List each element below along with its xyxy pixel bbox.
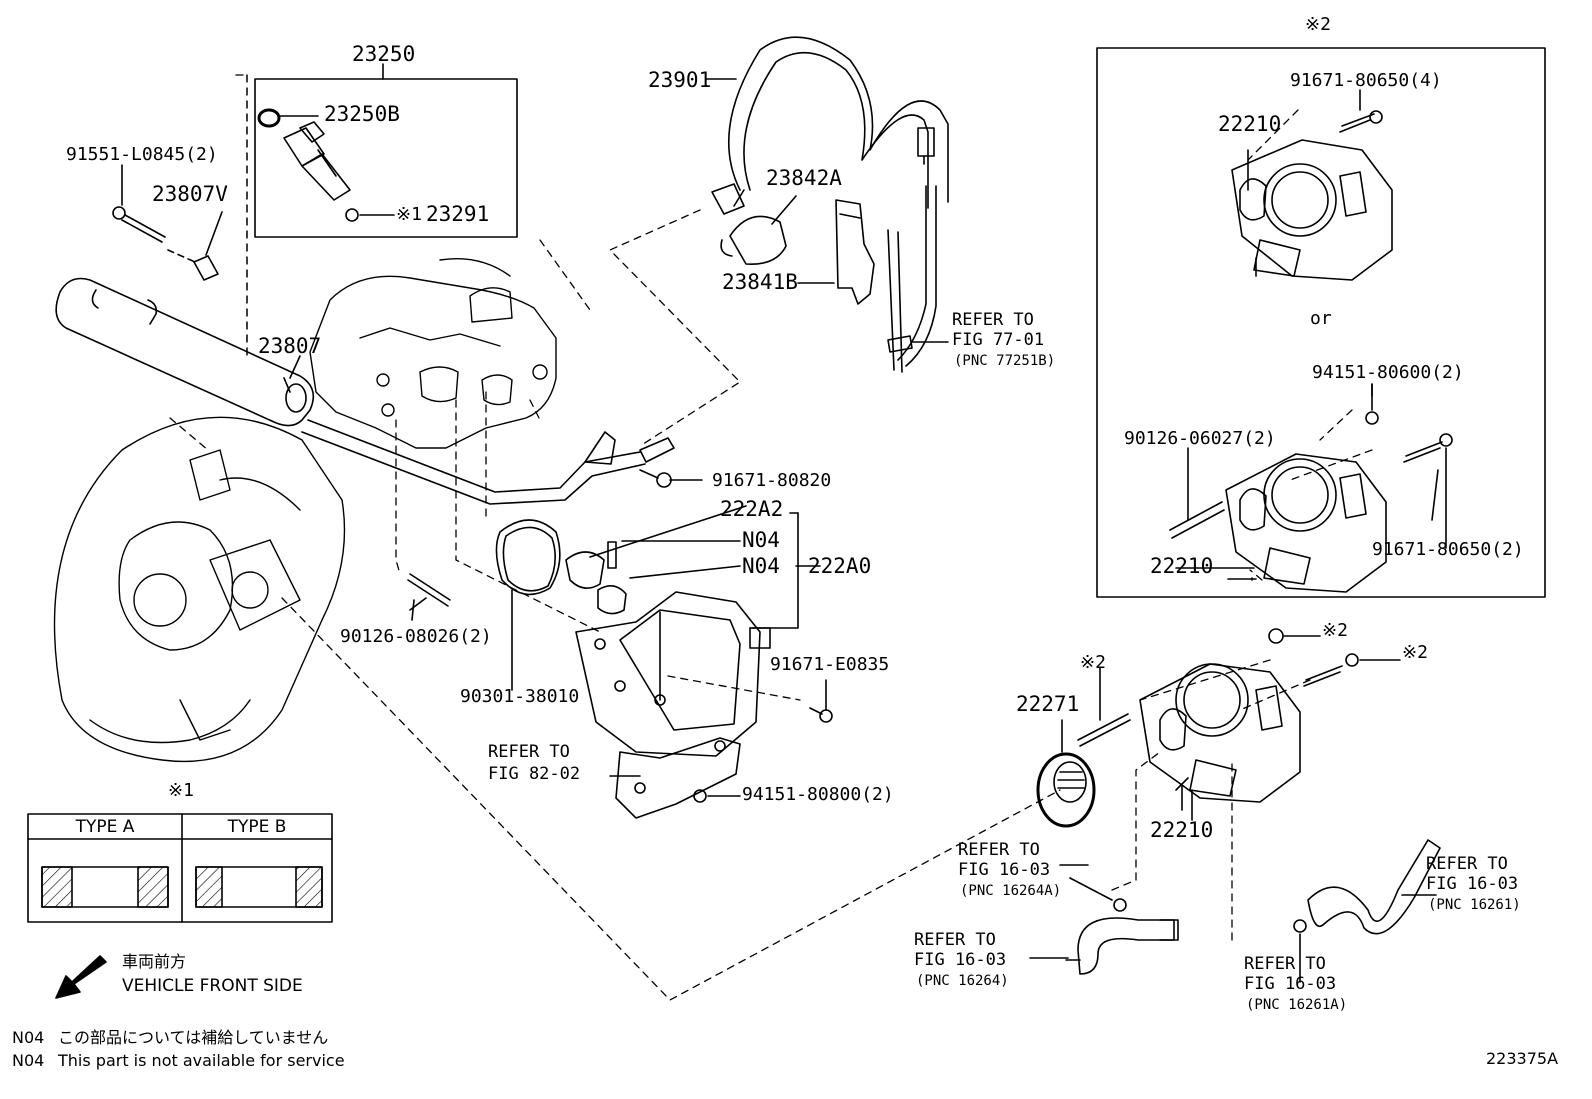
ref-fig77-line1[interactable]: REFER TO bbox=[952, 310, 1034, 330]
label-23291-mark: ※1 bbox=[396, 204, 422, 225]
gasket-90301 bbox=[495, 519, 561, 596]
type-a-label: TYPE A bbox=[75, 817, 135, 837]
label-23841B[interactable]: 23841B bbox=[722, 270, 798, 294]
label-23807[interactable]: 23807 bbox=[258, 334, 322, 358]
label-nut-mark: ※2 bbox=[1322, 620, 1348, 641]
label-91671-80650-2[interactable]: 91671-80650(2) bbox=[1372, 539, 1524, 560]
ref-16261A-line3: (PNC 16261A) bbox=[1246, 997, 1348, 1013]
cylinder-head-outline bbox=[309, 258, 557, 449]
label-N04-a[interactable]: N04 bbox=[742, 528, 780, 552]
ref-16264-line1[interactable]: REFER TO bbox=[914, 930, 996, 950]
front-arrow-icon bbox=[55, 955, 107, 999]
ref-16264-line2[interactable]: FIG 16-03 bbox=[914, 950, 1007, 970]
label-91671-80650-4[interactable]: 91671-80650(4) bbox=[1290, 70, 1442, 91]
ref-16264A-line1[interactable]: REFER TO bbox=[958, 840, 1040, 860]
label-23901[interactable]: 23901 bbox=[648, 68, 712, 92]
spacer-23807V bbox=[167, 211, 223, 281]
intake-manifold-outline bbox=[53, 416, 346, 763]
label-94151-80800[interactable]: 94151-80800(2) bbox=[742, 784, 894, 805]
label-90301-38010[interactable]: 90301-38010 bbox=[460, 686, 580, 707]
label-90126-08026[interactable]: 90126-08026(2) bbox=[340, 626, 492, 647]
gear-222A2 bbox=[565, 551, 605, 589]
ref-16264-line3: (PNC 16264) bbox=[916, 973, 1009, 989]
throttle-body-lower bbox=[1077, 628, 1401, 821]
injector-o-ring bbox=[257, 108, 319, 128]
pins-N04 bbox=[597, 541, 627, 615]
ref-fig77-line2[interactable]: FIG 77-01 bbox=[952, 330, 1045, 350]
label-22210-main[interactable]: 22210 bbox=[1150, 818, 1214, 842]
vsv-23842A bbox=[720, 195, 797, 265]
ref-16261A-line1[interactable]: REFER TO bbox=[1244, 954, 1326, 974]
water-hose-16261 bbox=[1293, 839, 1441, 983]
label-22271-mark: ※2 bbox=[1080, 652, 1106, 673]
bracket-82-02 bbox=[615, 737, 741, 819]
injector-kit-box bbox=[254, 78, 518, 238]
label-222A2[interactable]: 222A2 bbox=[720, 497, 784, 521]
bracket-23841B bbox=[797, 199, 875, 305]
front-side-en: VEHICLE FRONT SIDE bbox=[122, 976, 303, 996]
label-23291[interactable]: 23291 bbox=[426, 202, 490, 226]
label-91671-E0835[interactable]: 91671-E0835 bbox=[770, 654, 890, 675]
bolt-91671-E0835 bbox=[809, 707, 833, 723]
label-or: or bbox=[1310, 308, 1332, 329]
label-23842A[interactable]: 23842A bbox=[766, 166, 842, 190]
note-2-text: This part is not available for service bbox=[58, 1051, 345, 1070]
label-22210-box-bottom[interactable]: 22210 bbox=[1150, 554, 1214, 578]
label-23807V[interactable]: 23807V bbox=[152, 182, 228, 206]
front-side-jp: 車両前方 bbox=[122, 952, 187, 971]
label-90126-06027[interactable]: 90126-06027(2) bbox=[1124, 428, 1276, 449]
ref-16261A-line2[interactable]: FIG 16-03 bbox=[1244, 974, 1337, 994]
vacuum-pipe bbox=[887, 185, 949, 373]
label-91551-l0845[interactable]: 91551-L0845(2) bbox=[66, 144, 218, 165]
screen-22271 bbox=[1036, 719, 1096, 828]
label-bolt-mark: ※2 bbox=[1402, 642, 1428, 663]
hose-23901 bbox=[705, 36, 949, 215]
ref-fig82-line2[interactable]: FIG 82-02 bbox=[488, 764, 581, 784]
label-box2-mark: ※2 bbox=[1305, 14, 1331, 35]
ref-16261-line3: (PNC 16261) bbox=[1428, 897, 1521, 913]
type-table-mark: ※1 bbox=[168, 780, 194, 801]
label-91671-80820[interactable]: 91671-80820 bbox=[712, 470, 832, 491]
label-222A0[interactable]: 222A0 bbox=[808, 554, 872, 578]
ref-fig77-line3: (PNC 77251B) bbox=[954, 353, 1056, 369]
label-94151-80600[interactable]: 94151-80600(2) bbox=[1312, 362, 1464, 383]
alt-throttle-box bbox=[1096, 47, 1546, 598]
type-table bbox=[27, 813, 333, 923]
bolt-91671-80820 bbox=[639, 469, 672, 488]
ref-16261-line1[interactable]: REFER TO bbox=[1426, 854, 1508, 874]
assembly-lines bbox=[169, 74, 1373, 1001]
throttle-body-alt-bottom bbox=[1169, 383, 1453, 593]
figure-id: 223375A bbox=[1486, 1049, 1559, 1068]
throttle-body-alt-top bbox=[1231, 89, 1393, 281]
label-22271[interactable]: 22271 bbox=[1016, 692, 1080, 716]
fuel-rail bbox=[55, 277, 675, 505]
ref-16264A-line2[interactable]: FIG 16-03 bbox=[958, 860, 1051, 880]
throttle-motor-assy bbox=[575, 591, 771, 757]
fuel-injector bbox=[283, 121, 395, 222]
label-22210-box-top[interactable]: 22210 bbox=[1218, 112, 1282, 136]
label-23250B[interactable]: 23250B bbox=[324, 102, 400, 126]
type-b-label: TYPE B bbox=[227, 817, 287, 837]
label-23250[interactable]: 23250 bbox=[352, 42, 416, 66]
rail-bolt-91551 bbox=[112, 164, 166, 243]
note-1-text: この部品については補給していません bbox=[58, 1028, 329, 1047]
note-1-code: N04 bbox=[12, 1028, 45, 1047]
ref-16264A-line3: (PNC 16264A) bbox=[960, 883, 1062, 899]
water-hose-16264 bbox=[1065, 877, 1179, 975]
label-N04-b[interactable]: N04 bbox=[742, 554, 780, 578]
ref-fig82-line1[interactable]: REFER TO bbox=[488, 742, 570, 762]
nut-94151-80800 bbox=[693, 789, 707, 803]
ref-16261-line2[interactable]: FIG 16-03 bbox=[1426, 874, 1519, 894]
note-2-code: N04 bbox=[12, 1051, 45, 1070]
